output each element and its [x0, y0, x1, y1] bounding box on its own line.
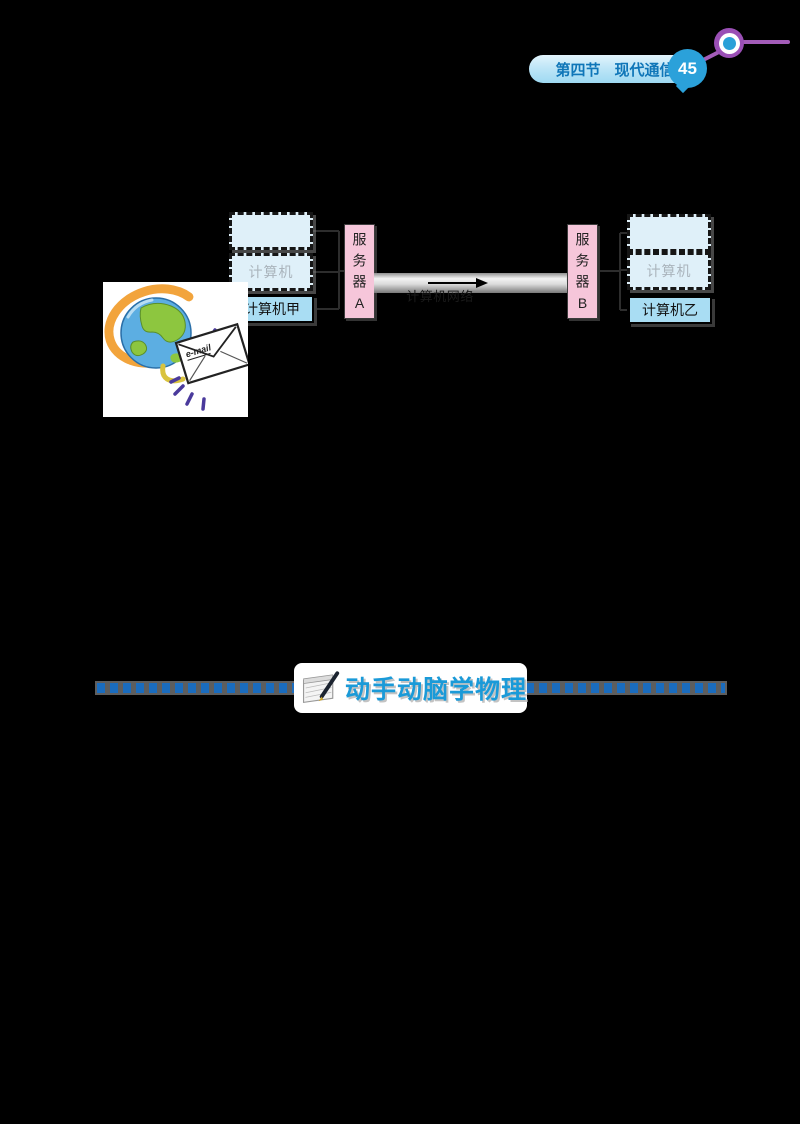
swoosh-tail: [160, 363, 186, 384]
computer-yi-label: 计算机乙: [642, 302, 698, 318]
right-computer-placeholder-label: 计算机: [646, 263, 692, 279]
globe-email-illustration: e-mail: [103, 282, 248, 417]
computer-yi-box: 计算机乙: [628, 296, 712, 324]
header-ring-ornament: [714, 28, 744, 58]
header-ring-inner: [718, 32, 740, 54]
server-a-box: 服务器A: [344, 224, 375, 319]
computer-jia-label: 计算机甲: [244, 301, 300, 317]
server-b-box: 服务器B: [567, 224, 598, 319]
section-title: 现代通信: [614, 61, 675, 79]
section-number: 第四节: [555, 61, 601, 79]
transmission-arrow-icon: [428, 278, 488, 288]
left-computer-placeholder-label: 计算机: [248, 264, 294, 280]
header-ring-core: [722, 36, 736, 50]
activity-banner: 动手动脑学物理: [294, 663, 527, 713]
left-dashed-box-empty: [229, 212, 313, 250]
page-number: 45: [678, 58, 697, 78]
globe-icon: [120, 297, 192, 369]
right-dashed-box-computer: 计算机: [627, 252, 711, 290]
right-dashed-box-empty: [627, 214, 711, 252]
email-envelope-icon: e-mail: [174, 322, 248, 385]
header-rule-line: [742, 40, 790, 44]
network-link-label: 计算机网络: [406, 289, 474, 304]
activity-banner-title: 动手动脑学物理: [344, 676, 527, 704]
server-b-label: 服务器B: [574, 232, 591, 318]
server-a-label: 服务器A: [351, 232, 368, 318]
notepad-pen-icon: [302, 671, 340, 704]
page-number-badge: 45: [668, 49, 707, 88]
